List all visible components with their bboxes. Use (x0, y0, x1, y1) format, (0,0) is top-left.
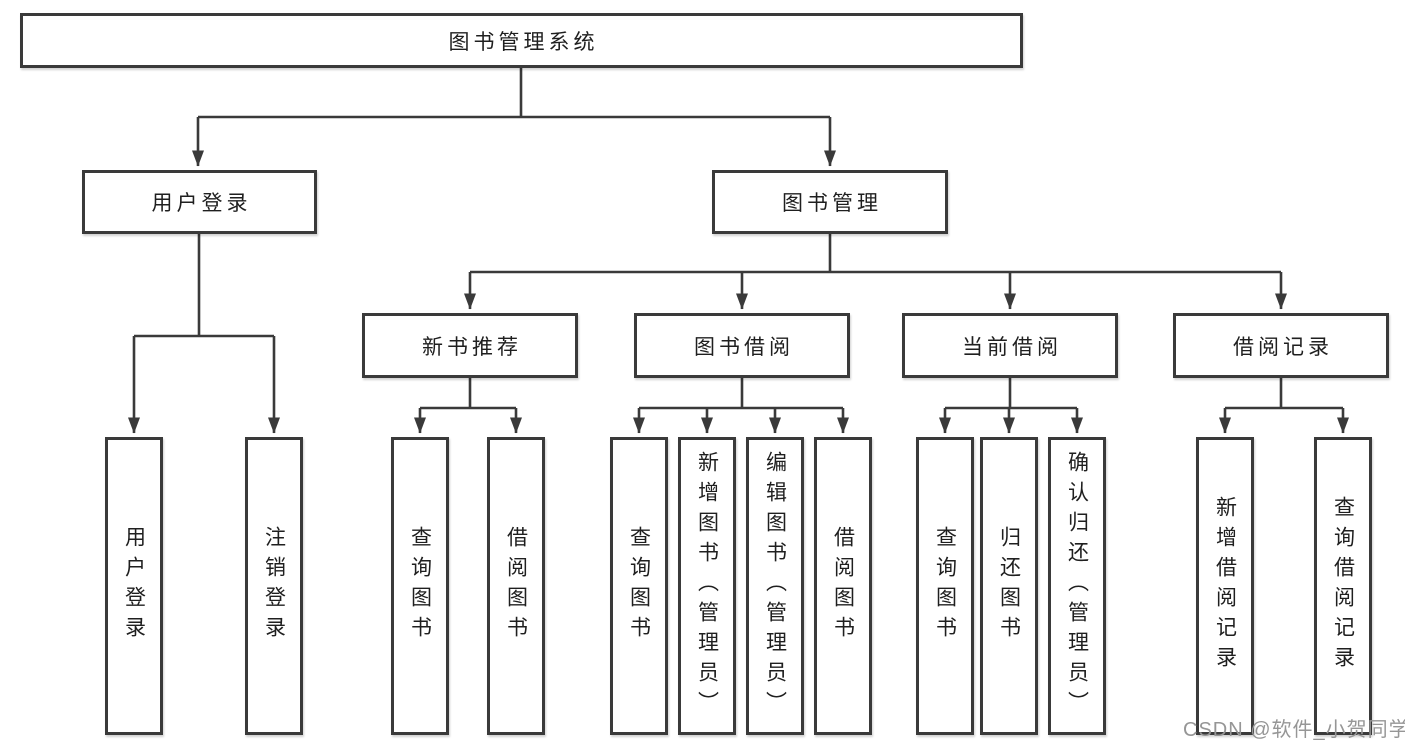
node-book-borrow: 图书借阅 (634, 313, 850, 378)
leaf-borrow-books-recommend: 借阅图书 (487, 437, 545, 735)
node-root: 图书管理系统 (20, 13, 1023, 68)
leaf-borrow-books: 借阅图书 (814, 437, 872, 735)
leaf-edit-books-admin: 编辑图书（管理员） (746, 437, 804, 735)
leaf-add-books-admin: 新增图书（管理员） (678, 437, 736, 735)
node-book-management: 图书管理 (712, 170, 948, 234)
leaf-query-books-recommend: 查询图书 (391, 437, 449, 735)
leaf-confirm-return-admin: 确认归还（管理员） (1048, 437, 1106, 735)
leaf-logout: 注销登录 (245, 437, 303, 735)
leaf-user-login: 用户登录 (105, 437, 163, 735)
node-new-book-recommend: 新书推荐 (362, 313, 578, 378)
leaf-query-books-borrow: 查询图书 (610, 437, 668, 735)
leaf-add-borrow-record: 新增借阅记录 (1196, 437, 1254, 735)
leaf-return-books: 归还图书 (980, 437, 1038, 735)
node-current-borrow: 当前借阅 (902, 313, 1118, 378)
leaf-query-borrow-record: 查询借阅记录 (1314, 437, 1372, 735)
watermark: CSDN @软件_小贺同学 (1183, 719, 1405, 741)
node-user-login: 用户登录 (82, 170, 317, 234)
node-borrow-records: 借阅记录 (1173, 313, 1389, 378)
leaf-query-books-current: 查询图书 (916, 437, 974, 735)
